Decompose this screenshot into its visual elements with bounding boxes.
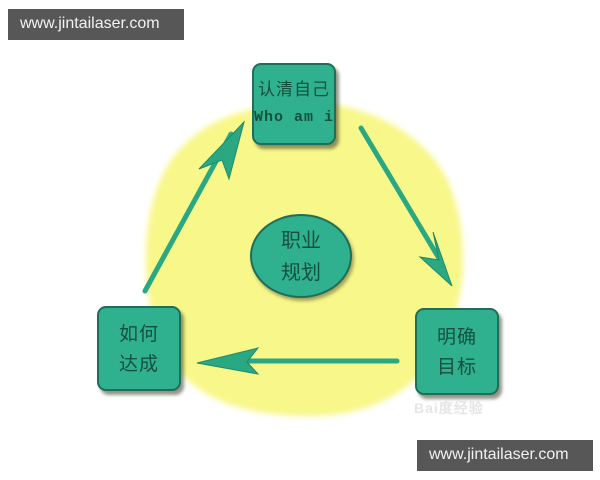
center-line1: 职业: [281, 228, 321, 252]
arrow-know-to-goal: [358, 125, 453, 287]
node-how-line2: 达成: [118, 352, 159, 375]
node-know-yourself: 认清自己 Who am i: [252, 63, 336, 145]
arrow-goal-to-how: [196, 347, 400, 375]
node-goal-line1: 明确: [436, 325, 477, 348]
center-career-planning: 职业 规划: [250, 214, 352, 298]
node-how-to-achieve: 如何 达成: [97, 306, 181, 391]
center-line2: 规划: [281, 260, 321, 284]
watermark-bottom: www.jintailaser.com: [417, 440, 593, 471]
node-know-yourself-en: Who am i: [254, 109, 335, 126]
node-know-yourself-cn: 认清自己: [258, 80, 330, 100]
watermark-top: www.jintailaser.com: [8, 9, 184, 40]
arrow-how-to-know: [142, 120, 245, 294]
node-clear-goal: 明确 目标: [415, 308, 499, 395]
baidu-watermark-logo: Bai度经验: [414, 400, 484, 416]
node-how-line1: 如何: [118, 322, 159, 345]
node-goal-line2: 目标: [436, 355, 477, 378]
